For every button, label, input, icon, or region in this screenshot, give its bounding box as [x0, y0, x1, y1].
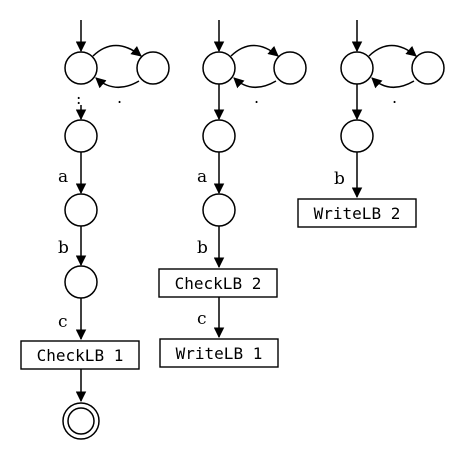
small-dot-label: . — [254, 88, 259, 107]
state — [340, 119, 374, 153]
loop-edge-back — [95, 77, 140, 89]
start-state — [64, 51, 98, 85]
check-lb-2-label: CheckLB 2 — [175, 274, 262, 293]
state — [64, 265, 98, 299]
loop-state — [411, 51, 445, 85]
start-state — [202, 51, 236, 85]
edge-label-a: a — [197, 167, 207, 187]
loop-state — [273, 51, 307, 85]
loop-edge-back — [233, 77, 277, 89]
edge-label-b: b — [334, 169, 345, 189]
write-lb-1-label: WriteLB 1 — [176, 344, 263, 363]
small-dot-label: . — [117, 88, 122, 107]
edge-label-a: a — [58, 167, 68, 187]
column-3: . b WriteLB 2 — [297, 20, 445, 228]
loop-edge-out — [92, 44, 142, 57]
check-lb-2-box — [158, 268, 278, 298]
state — [64, 193, 98, 227]
loop-state — [136, 51, 170, 85]
column-2: . a b CheckLB 2 c WriteLB 1 — [158, 20, 307, 368]
write-lb-2-label: WriteLB 2 — [314, 204, 401, 223]
check-lb-1-box — [20, 340, 140, 370]
start-state — [340, 51, 374, 85]
loop-edge-out — [230, 44, 279, 57]
state — [64, 119, 98, 153]
edge-label-c: c — [58, 312, 68, 332]
state — [202, 193, 236, 227]
edge-label-b: b — [58, 238, 69, 258]
state — [202, 119, 236, 153]
loop-edge-out — [368, 44, 417, 57]
write-lb-2-box — [297, 198, 417, 228]
accept-state-inner — [67, 407, 95, 435]
ellipsis-dots: : — [76, 89, 81, 108]
edge-label-c: c — [197, 309, 207, 329]
loop-edge-back — [371, 77, 415, 89]
edge-label-b: b — [197, 238, 208, 258]
check-lb-1-label: CheckLB 1 — [37, 346, 124, 365]
small-dot-label: . — [392, 88, 397, 107]
column-1: . : a b c CheckLB 1 — [20, 20, 170, 440]
write-lb-1-box — [159, 338, 279, 368]
